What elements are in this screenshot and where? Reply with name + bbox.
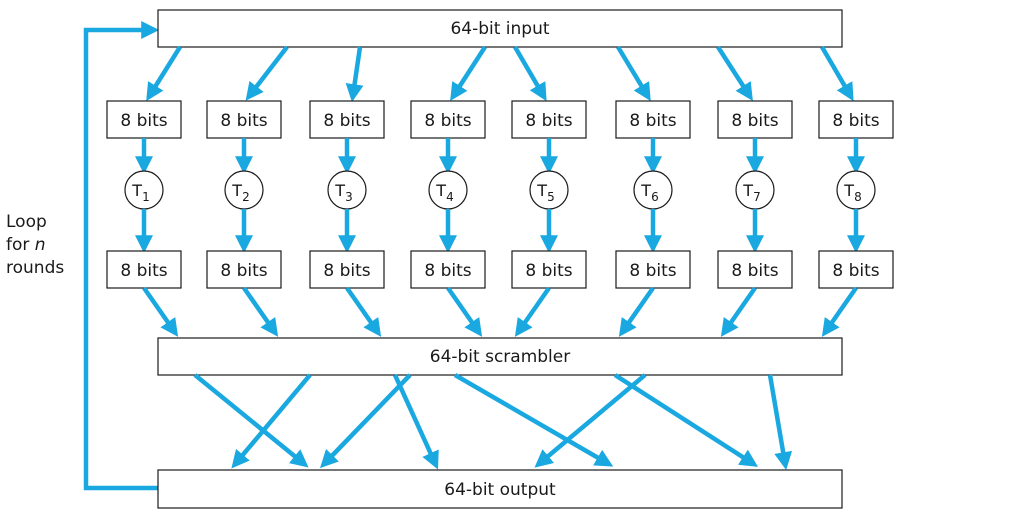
t-prefix-3: T [334,181,345,200]
t-index-1: 1 [142,190,150,204]
scrambler-label: 64-bit scrambler [430,347,570,367]
t-prefix-1: T [131,181,142,200]
chunk-to-scrambler-arrow-1 [142,286,179,337]
chunk-out-box-2 [206,250,282,289]
input-arrow-6 [616,45,651,102]
chunk-to-scrambler-arrow-4 [446,286,483,337]
input-arrow-5 [513,45,547,102]
chunk-out-box-8 [818,250,894,289]
t-label-8: T8 [843,181,861,204]
chunk-out-box-6 [615,250,691,289]
scrambler-to-output-arrow-4 [319,373,412,469]
input-arrow-1 [146,45,182,102]
chunk-to-scrambler-arrow-6 [618,286,655,337]
t-prefix-5: T [536,181,547,200]
chunk-out-box-1 [106,250,182,289]
chunk-to-scrambler-arrow-2 [242,286,279,337]
chunk-in-label-4: 8 bits [424,111,471,131]
loop-label-line1: Loop [6,212,47,232]
chunk-in-box-2 [206,100,282,139]
scrambler-to-output-arrow-8 [767,374,793,471]
chunk-to-scrambler-arrow-5 [514,286,551,337]
chunk-in-box-5 [511,100,587,139]
t-index-5: 5 [547,190,555,204]
scrambler-to-output-arrow-6 [534,373,647,468]
t-index-4: 4 [446,190,454,204]
t-label-5: T5 [536,181,554,204]
t-index-2: 2 [242,190,250,204]
chunk-to-scrambler-arrow-8 [821,286,858,337]
chunk-in-box-6 [615,100,691,139]
chunk-out-label-4: 8 bits [424,261,471,281]
input-arrow-4 [450,45,487,102]
t-index-6: 6 [651,190,659,204]
scrambler-to-output-arrow-7 [613,373,759,467]
t-label-1: T1 [131,181,149,204]
loop-arrow [83,21,160,491]
input-arrow-3 [345,46,364,103]
input-arrow-8 [820,45,854,102]
chunk-out-box-3 [309,250,385,289]
chunk-in-label-1: 8 bits [120,111,167,131]
chunk-to-scrambler-arrow-7 [720,286,757,337]
chunk-out-label-7: 8 bits [731,261,778,281]
t-index-3: 3 [345,190,353,204]
chunk-in-label-8: 8 bits [832,111,879,131]
t-prefix-4: T [435,181,446,200]
scrambler-to-output-arrow-3 [392,374,439,470]
t-prefix-2: T [231,181,242,200]
scrambler-to-output-arrow-5 [453,373,614,467]
chunk-in-label-2: 8 bits [220,111,267,131]
t-prefix-6: T [640,181,651,200]
loop-label-for: for [6,235,35,255]
loop-label-line2: for n [6,235,46,255]
chunk-in-label-3: 8 bits [323,111,370,131]
input-box [157,9,843,48]
loop-label-line3: rounds [6,258,64,278]
chunk-in-label-7: 8 bits [731,111,778,131]
output-box [157,469,843,509]
input-arrow-2 [245,45,289,101]
chunk-out-label-3: 8 bits [323,261,370,281]
chunk-in-label-5: 8 bits [525,111,572,131]
t-label-2: T2 [231,181,249,204]
chunk-out-label-1: 8 bits [120,261,167,281]
t-prefix-7: T [742,181,753,200]
chunk-out-label-8: 8 bits [832,261,879,281]
chunk-out-label-5: 8 bits [525,261,572,281]
t-index-8: 8 [854,190,862,204]
scramble-arrows [193,373,793,471]
t-label-4: T4 [435,181,453,204]
chunk-out-box-5 [511,250,587,289]
chunk-in-box-4 [410,100,486,139]
chunk-out-box-7 [717,250,793,289]
chunk-to-scrambler-arrow-3 [345,286,382,337]
loop-label-n: n [35,235,46,255]
scrambler-to-output-arrow-1 [193,373,309,468]
t-label-6: T6 [640,181,658,204]
t-index-7: 7 [753,190,761,204]
input-arrow-7 [716,45,753,102]
chunk-in-box-7 [717,100,793,139]
scrambler-box [157,337,843,376]
t-label-7: T7 [742,181,760,204]
chunk-in-label-6: 8 bits [629,111,676,131]
t-label-3: T3 [334,181,352,204]
scrambler-to-output-arrow-2 [231,373,312,469]
chunk-in-box-8 [818,100,894,139]
chunk-out-label-6: 8 bits [629,261,676,281]
output-label: 64-bit output [444,480,556,500]
t-prefix-8: T [843,181,854,200]
chunk-out-label-2: 8 bits [220,261,267,281]
input-label: 64-bit input [450,19,549,39]
